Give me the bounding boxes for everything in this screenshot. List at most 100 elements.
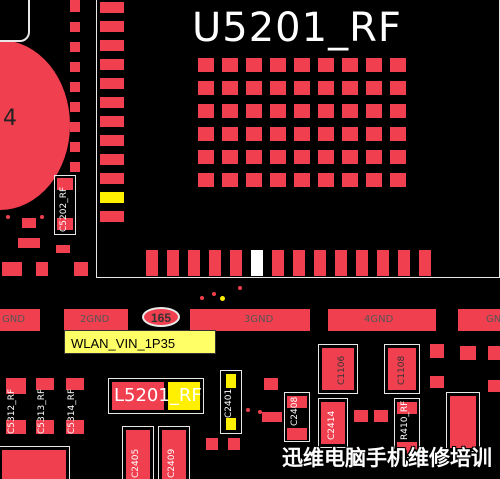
chip-pin [366, 173, 382, 187]
chip-pin [222, 58, 238, 72]
chip-pin [366, 127, 382, 141]
gnd-pad-3[interactable]: 3GND [190, 309, 310, 331]
gnd-pad-1[interactable]: GND [0, 309, 40, 331]
c5202-pad [57, 178, 73, 190]
pad-small [70, 42, 80, 52]
c5314-pad [66, 420, 84, 434]
chip-pin [342, 58, 358, 72]
gnd-pad-4[interactable]: 4GND [328, 309, 436, 331]
chip-pin [318, 58, 334, 72]
chip-pin [390, 104, 406, 118]
net-tooltip-text: WLAN_VIN_1P35 [71, 336, 176, 351]
chip-bottom-pin [251, 250, 263, 276]
via-dot [212, 292, 216, 296]
pad-small [430, 376, 444, 388]
chip-pin [198, 58, 214, 72]
chip-pin [270, 81, 286, 95]
chip-pin [342, 173, 358, 187]
via-dot [246, 408, 250, 412]
pad-small [70, 62, 80, 72]
chip-bottom-pin [272, 250, 284, 276]
chip-bottom-pin [293, 250, 305, 276]
c5202-label: C5202_RF [59, 186, 69, 232]
chip-bottom-pin [314, 250, 326, 276]
l5201-pad-left [112, 382, 164, 410]
highlight-pad [226, 418, 236, 430]
chip-pin [366, 150, 382, 164]
chip-pin [342, 127, 358, 141]
c2401-label: C2401 [224, 388, 234, 418]
chip-pin [270, 104, 286, 118]
pad-small [206, 438, 218, 450]
c2401-outline[interactable] [220, 370, 242, 434]
chip-left-pin [100, 192, 124, 203]
c5313-label: C5313_RF [37, 388, 47, 434]
left-pad-label: 4 [3, 106, 17, 131]
pad-small [374, 410, 388, 422]
pad-small [18, 238, 40, 248]
pad-small [264, 378, 278, 390]
gnd-pad-5[interactable]: GND [458, 309, 500, 331]
c1106-pad [322, 348, 354, 390]
chip-left-pin [100, 116, 124, 127]
c1106-label: C1106 [337, 355, 347, 385]
l5201-outline[interactable] [108, 378, 204, 414]
right-block-pad [450, 396, 476, 448]
chip-pin [246, 127, 262, 141]
r410-pad [397, 442, 417, 454]
c2405-pad [126, 430, 150, 479]
chip-bottom-pin [230, 250, 242, 276]
chip-pin [342, 150, 358, 164]
chip-left-pin [100, 211, 124, 222]
c2409-label: C2409 [167, 448, 177, 478]
chip-pin [198, 150, 214, 164]
pad-small [262, 412, 282, 422]
chip-left-pin [100, 97, 124, 108]
c5314-label: C5314_RF [67, 388, 77, 434]
net-tooltip: WLAN_VIN_1P35 [64, 330, 216, 354]
c1108-pad [388, 348, 416, 390]
chip-left-pin [100, 2, 124, 13]
chip-pin [390, 127, 406, 141]
c5202-outline[interactable] [54, 175, 76, 235]
chip-pin [222, 127, 238, 141]
chip-pin [222, 150, 238, 164]
chip-left-pin [100, 59, 124, 70]
c2408-outline[interactable] [284, 392, 310, 442]
c2414-outline[interactable] [318, 398, 348, 448]
gnd-pad-2[interactable]: 2GND [64, 309, 128, 331]
marker-badge[interactable]: 165 [142, 307, 180, 327]
highlight-dot [220, 296, 225, 301]
chip-pin [246, 104, 262, 118]
chip-pin [390, 58, 406, 72]
chip-pin [318, 127, 334, 141]
c1106-outline[interactable] [318, 344, 358, 394]
bottom-left-block-outline[interactable] [0, 446, 70, 479]
bottom-left-block [2, 450, 66, 479]
chip-pin [294, 173, 310, 187]
c2409-outline[interactable] [158, 426, 190, 479]
right-block-outline[interactable] [446, 392, 480, 452]
pad-small [354, 410, 368, 422]
c2405-outline[interactable] [122, 426, 154, 479]
chip-left-pin [100, 21, 124, 32]
left-top-bracket [0, 0, 30, 42]
chip-bottom-pin [167, 250, 179, 276]
via-dot [6, 215, 10, 219]
chip-left-pin [100, 154, 124, 165]
c1108-outline[interactable] [384, 344, 420, 394]
chip-bottom-pin [335, 250, 347, 276]
chip-left-pin [100, 40, 124, 51]
chip-pin [318, 173, 334, 187]
chip-pin [294, 58, 310, 72]
chip-pin [294, 81, 310, 95]
marker-text: 165 [150, 311, 172, 325]
chip-pin [366, 104, 382, 118]
chip-pin [198, 81, 214, 95]
c5312-label: C5312_RF [7, 388, 17, 434]
r410-outline[interactable] [394, 398, 420, 458]
chip-pin [390, 81, 406, 95]
r410-label: R410_RF [400, 400, 410, 440]
chip-pin [366, 58, 382, 72]
